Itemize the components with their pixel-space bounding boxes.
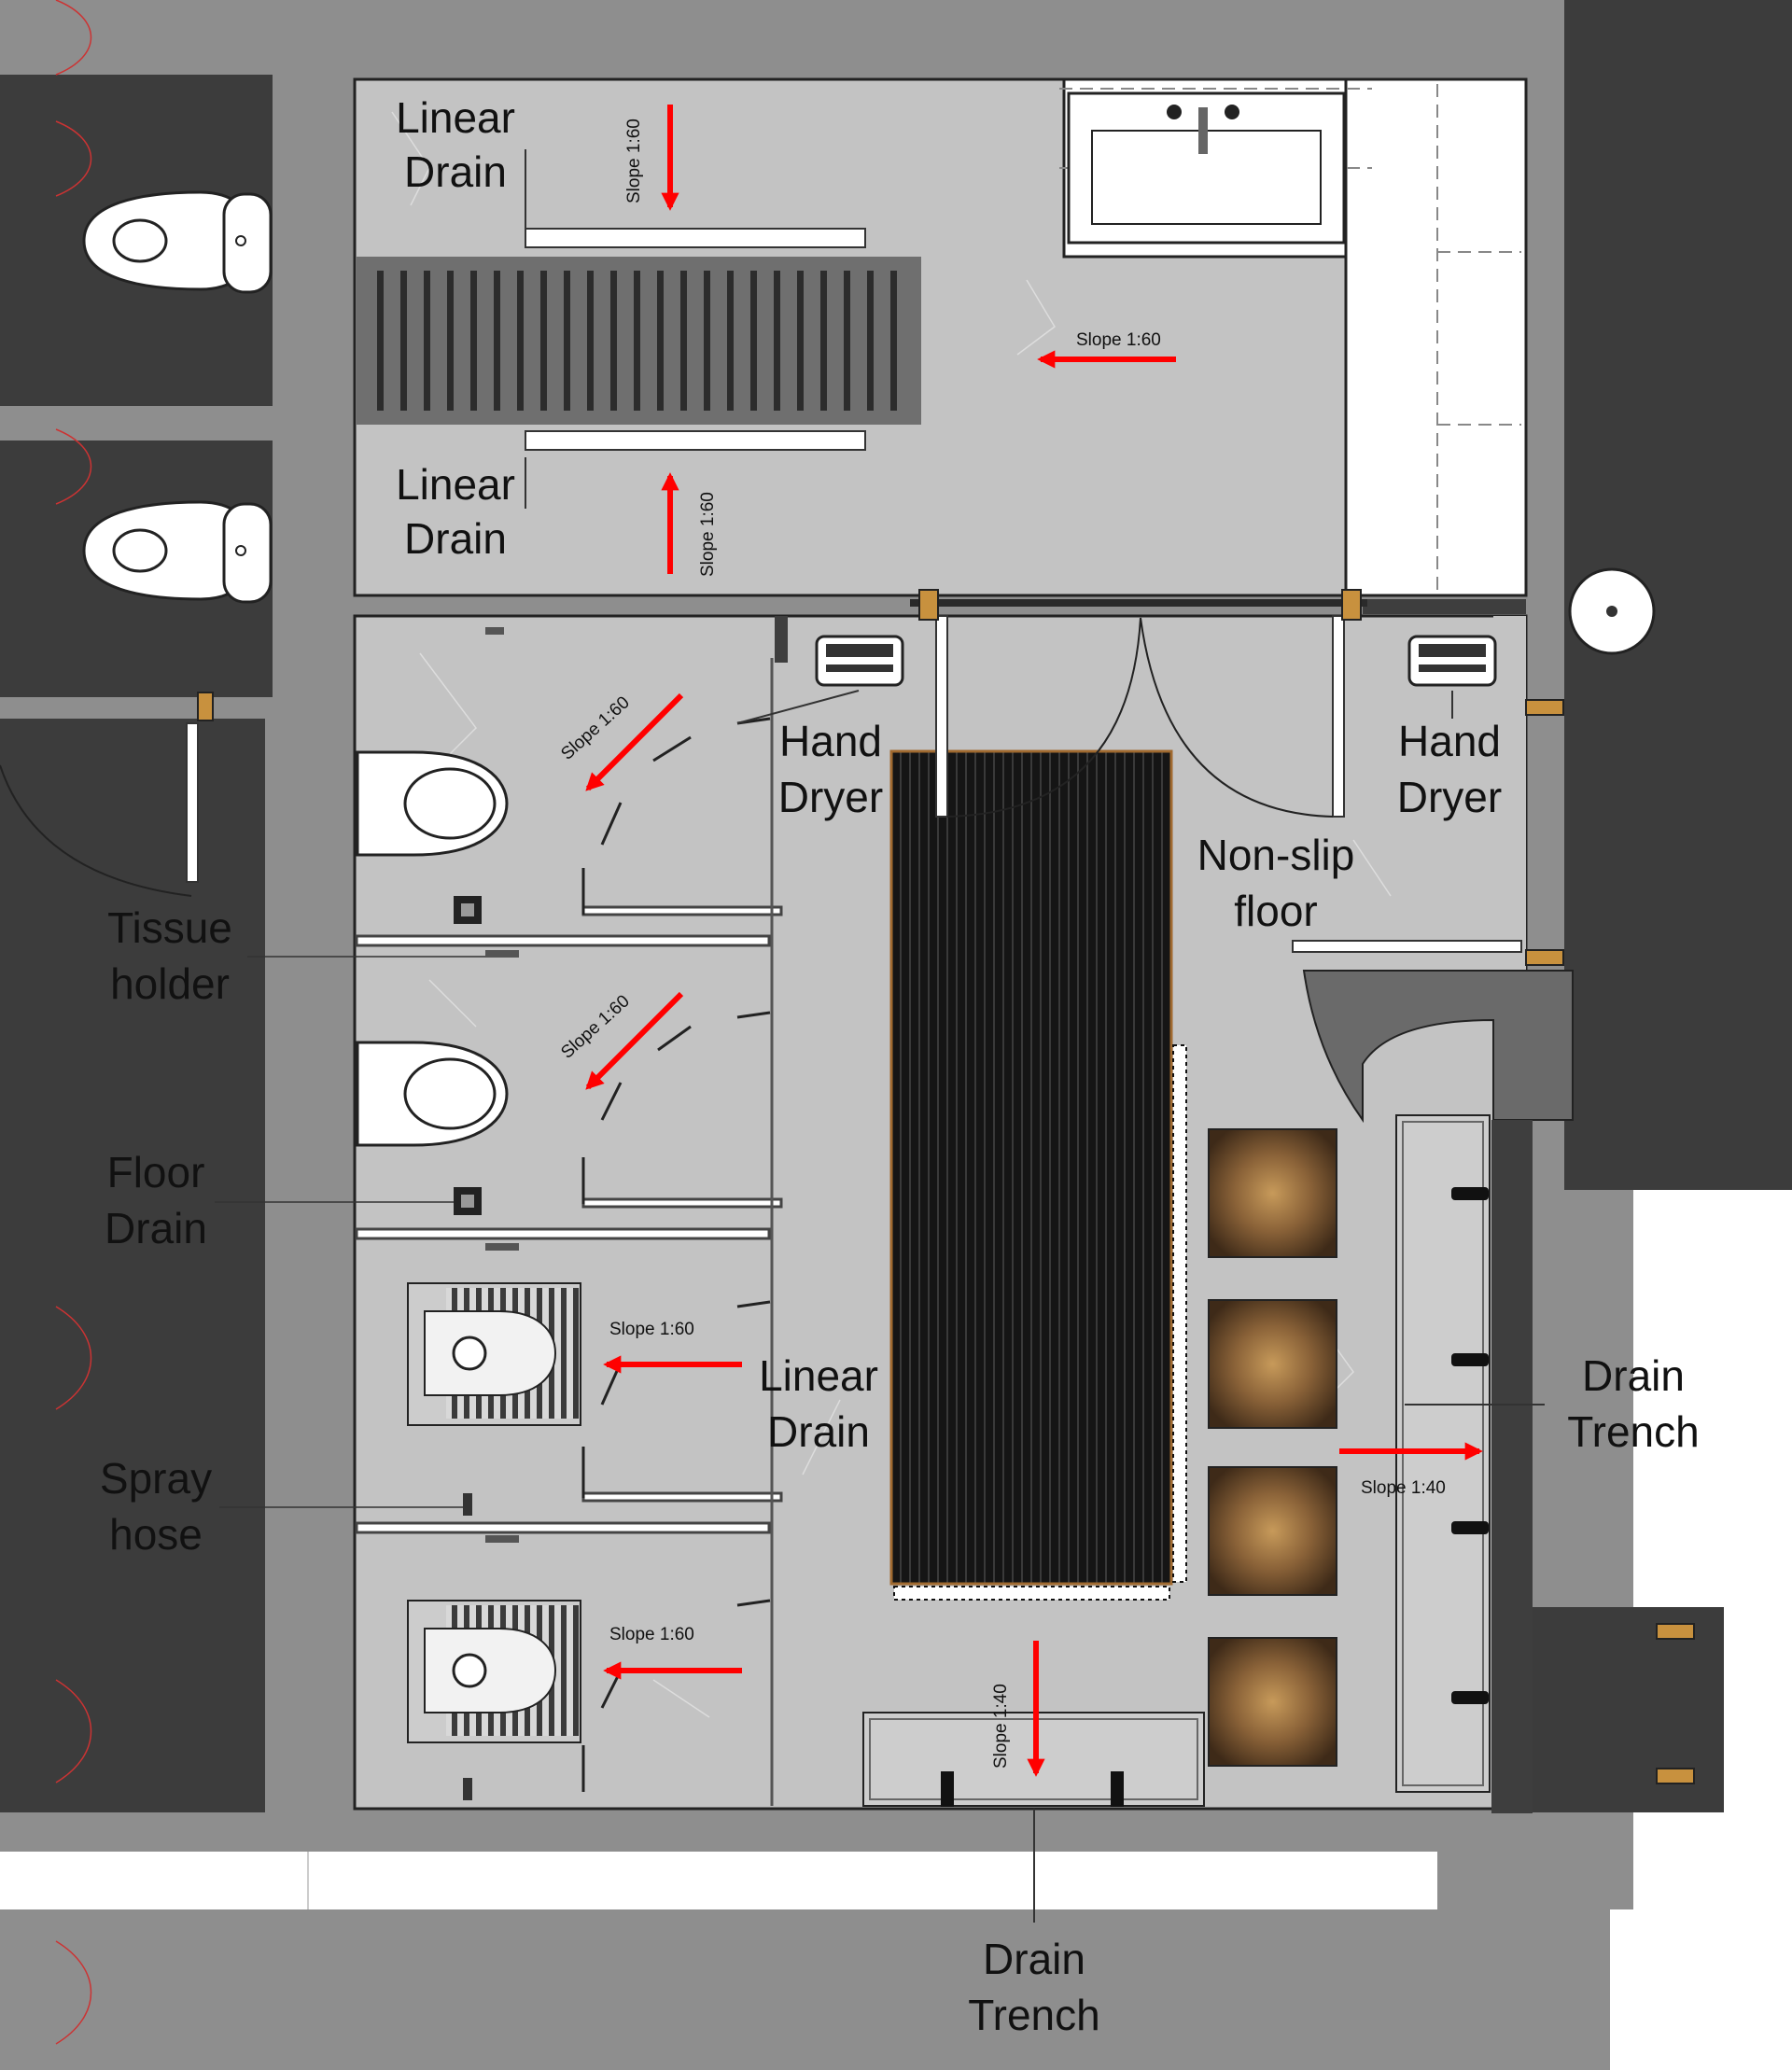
label-spray-1: Spray <box>100 1454 212 1503</box>
label-hand-dryer-right-1: Hand <box>1398 717 1501 765</box>
slope-text-top-horizontal: Slope 1:60 <box>1076 330 1161 350</box>
label-floor-drain-2: Drain <box>105 1204 207 1252</box>
label-tissue-2: holder <box>110 959 230 1008</box>
left-door-arc <box>0 764 192 897</box>
label-floor-drain-1: Floor <box>107 1148 205 1196</box>
door-panel-left <box>935 615 948 818</box>
label-linear-drain-top-2: Drain <box>404 147 507 196</box>
label-linear-drain-center-2: Drain <box>767 1407 870 1456</box>
toilet-1 <box>356 750 509 857</box>
label-drain-trench-bottom-2: Trench <box>968 1991 1099 2039</box>
hand-dryer-left <box>815 635 904 687</box>
mat-fringe-bottom <box>893 1586 1170 1601</box>
urinals <box>1451 1187 1489 1704</box>
slope-text-trench-right: Slope 1:40 <box>1361 1478 1446 1498</box>
bottom-strip <box>0 1909 1792 2070</box>
left-room-toilet-top <box>82 190 273 294</box>
bottom-corridor <box>0 1852 1437 1909</box>
trench-post-right <box>1111 1771 1124 1807</box>
left-room-lower <box>0 719 265 1812</box>
bottom-right-white <box>1610 1909 1792 2070</box>
toilet-2 <box>356 1041 509 1147</box>
slope-text-upper-vertical: Slope 1:60 <box>698 492 718 577</box>
label-tissue-1: Tissue <box>107 903 232 952</box>
slope-text-stall-4: Slope 1:60 <box>609 1625 694 1644</box>
label-linear-drain-mid-2: Drain <box>404 514 507 563</box>
sink-basin <box>1067 91 1346 245</box>
slope-text-top-vertical: Slope 1:60 <box>624 119 644 203</box>
shower-grate-slots <box>377 271 897 411</box>
linear-drain-upper-bottom <box>525 430 866 451</box>
door-panel-right <box>1332 615 1345 818</box>
left-door-panel <box>186 722 199 883</box>
left-room-toilet-mid <box>82 500 273 604</box>
linear-drain-top <box>525 228 866 248</box>
label-hand-dryer-left-1: Hand <box>779 717 882 765</box>
slope-arrow-stall-2 <box>585 991 684 1090</box>
label-drain-trench-right-2: Trench <box>1567 1407 1699 1456</box>
walls <box>775 599 1526 663</box>
spray-hoses <box>463 1493 472 1800</box>
floor-drain-1 <box>454 896 482 924</box>
right-wall-column <box>1491 1120 1533 1813</box>
label-linear-drain-mid-1: Linear <box>396 460 515 509</box>
counter-side <box>1344 77 1528 597</box>
label-non-slip-1: Non-slip <box>1197 831 1355 879</box>
label-spray-2: hose <box>109 1510 203 1559</box>
mat-fringe-right <box>1172 1044 1187 1583</box>
tissue-holders <box>485 627 519 1543</box>
non-slip-mat <box>889 749 1173 1586</box>
label-linear-drain-top-1: Linear <box>396 93 515 142</box>
hand-dryer-right <box>1407 635 1497 687</box>
right-washbasin-drain <box>1606 606 1617 617</box>
revision-cloud <box>55 0 92 2045</box>
trench-post-left <box>941 1771 954 1807</box>
floor-drain-2 <box>454 1187 482 1215</box>
label-drain-trench-bottom-1: Drain <box>983 1935 1085 1983</box>
squat-toilet-1 <box>407 1282 581 1426</box>
marble-panels <box>1208 1128 1337 1767</box>
slope-arrow-stall-1 <box>585 692 684 791</box>
label-linear-drain-center-1: Linear <box>759 1351 878 1400</box>
right-partition <box>1292 940 1522 953</box>
label-non-slip-2: floor <box>1234 887 1317 935</box>
slope-text-stall-3: Slope 1:60 <box>609 1320 694 1339</box>
curved-entry-wall <box>1302 970 1574 1124</box>
slope-text-trench-bottom: Slope 1:40 <box>991 1684 1011 1769</box>
door-swing-arc <box>946 617 1334 818</box>
right-small-room <box>1533 1607 1724 1812</box>
door-hinges <box>197 589 1695 1784</box>
label-hand-dryer-left-2: Dryer <box>778 773 883 821</box>
hand-dryer-left-leader <box>736 690 860 724</box>
label-drain-trench-right-1: Drain <box>1582 1351 1685 1400</box>
squat-toilet-2 <box>407 1600 581 1743</box>
label-hand-dryer-right-2: Dryer <box>1397 773 1502 821</box>
